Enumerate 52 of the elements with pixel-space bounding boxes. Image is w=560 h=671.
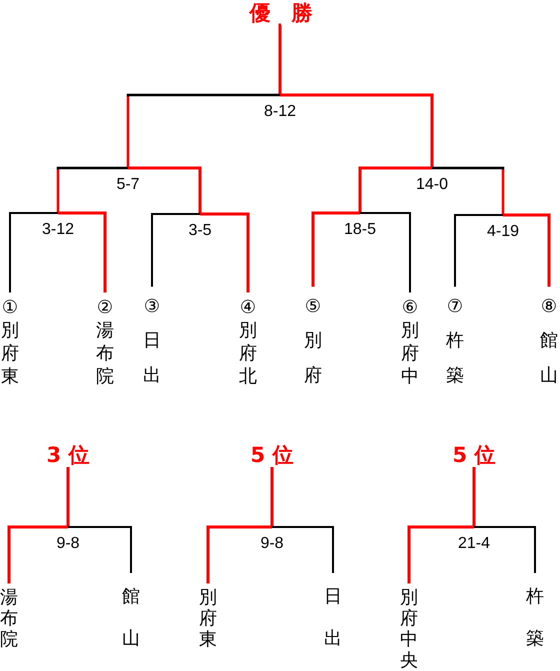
score-label: 3-5: [188, 216, 212, 240]
score-label: 9-8: [56, 529, 80, 553]
placement-label: 5 位: [452, 444, 496, 466]
bracket-line: [474, 526, 536, 573]
bracket-line: [58, 212, 106, 292]
team-name: ③日出: [142, 290, 162, 394]
score-label: 9-8: [260, 529, 284, 553]
bracket-line: [9, 212, 58, 292]
bracket-line: [280, 94, 434, 168]
placement-label: 優 勝: [250, 2, 312, 24]
bracket-line: [312, 212, 360, 287]
bracket-line: [358, 166, 432, 213]
team-name: ⑥別府中: [400, 296, 420, 388]
bracket-line: [278, 24, 282, 95]
bracket-line: [200, 212, 250, 292]
bracket-line: [360, 212, 411, 292]
bracket-line: [66, 466, 70, 527]
bracket-line: [56, 166, 128, 213]
placement-label: 5 位: [250, 444, 294, 466]
score-label: 8-12: [264, 97, 296, 121]
bracket-line: [8, 526, 68, 584]
team-name: 日出: [323, 576, 343, 660]
team-name: ①別府東: [0, 296, 20, 388]
bracket-line: [454, 214, 503, 287]
bracket-line: [408, 526, 474, 584]
bracket-line: [126, 94, 280, 168]
score-label: 5-7: [116, 170, 140, 194]
bracket-line: [151, 213, 200, 287]
team-name: 杵築: [525, 576, 545, 660]
team-name: ⑦杵築: [445, 290, 465, 394]
bracket-line: [270, 466, 274, 527]
team-name: ④別府北: [238, 296, 258, 388]
score-label: 18-5: [344, 215, 376, 239]
bracket-line: [128, 166, 202, 214]
bracket-line: [206, 526, 272, 584]
team-name: ②湯布院: [95, 296, 115, 388]
bracket-line: [503, 214, 550, 287]
score-label: 4-19: [486, 217, 520, 241]
bracket-line: [432, 166, 504, 215]
bracket-line: [272, 526, 334, 573]
score-label: 3-12: [42, 215, 74, 239]
team-name: 湯布院: [0, 586, 19, 650]
score-label: 21-4: [458, 529, 490, 553]
bracket-line: [68, 526, 132, 573]
placement-label: 3 位: [46, 444, 90, 466]
bracket-line: [472, 466, 476, 527]
team-name: ⑧館山: [539, 290, 559, 394]
team-name: 館山: [121, 576, 141, 660]
team-name: 別府東: [198, 586, 218, 650]
score-label: 14-0: [416, 170, 448, 194]
team-name: 別府中央: [399, 586, 419, 670]
team-name: ⑤別府: [303, 290, 323, 394]
